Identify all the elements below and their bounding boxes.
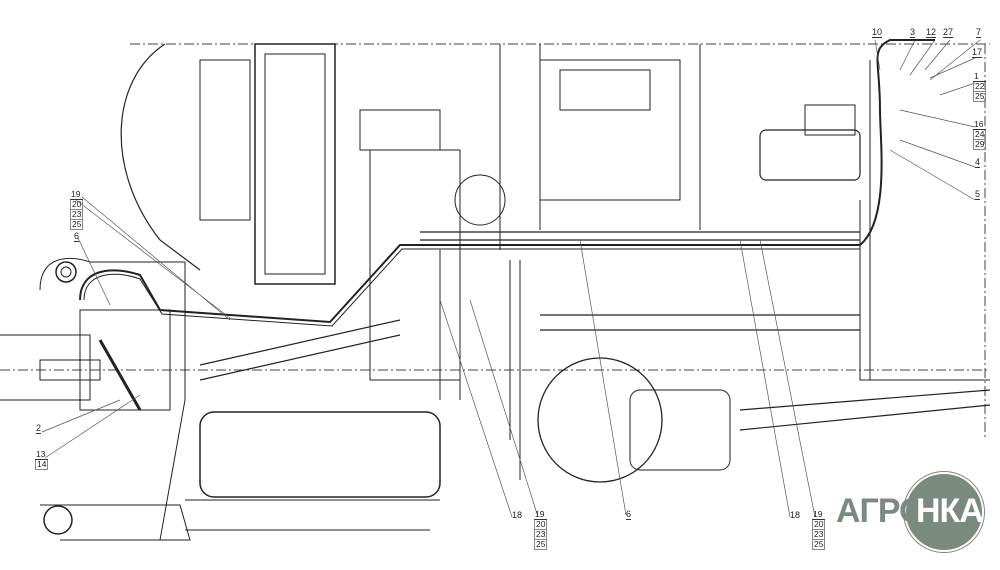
wheel-outline: [120, 43, 201, 271]
callout-10: 10: [872, 27, 883, 38]
hydraulic-pipe-inner: [83, 248, 860, 327]
callout-num: 25: [70, 219, 84, 230]
front-cardan-shaft: [199, 319, 401, 381]
frame-side: [859, 60, 990, 381]
logo-left-text: АГРО: [836, 492, 926, 530]
callout-3: 3: [910, 27, 916, 38]
callout-num: 25: [812, 539, 826, 550]
frame-outline: [0, 43, 990, 440]
starter: [759, 129, 861, 181]
callout-4: 4: [975, 157, 981, 168]
callout-num: 24: [973, 129, 987, 140]
callout-2: 2: [36, 423, 42, 434]
callout-18-b: 18: [790, 510, 801, 520]
logo-right-text: НКА: [916, 492, 984, 530]
callout-27: 27: [943, 27, 954, 38]
callout-7: 7: [976, 27, 982, 38]
gearbox-top: [359, 109, 441, 151]
engine-block: [539, 59, 681, 201]
callout-num: 20: [70, 199, 84, 210]
left-fitting: [39, 359, 101, 381]
left-bracket: [0, 257, 186, 541]
logo-circle: [903, 471, 985, 553]
callout-num: 25: [534, 539, 548, 550]
callout-num: 19: [70, 190, 84, 200]
callout-bottom-group-b: 19 20 23 25: [812, 510, 826, 550]
callout-num: 25: [973, 91, 987, 102]
cardan-shaft: [739, 389, 991, 431]
agronka-logo: АГРО НКА: [836, 470, 985, 553]
callout-num: 23: [534, 529, 548, 540]
callout-13-14: 13 14: [35, 450, 49, 470]
callout-6-left: 6: [74, 231, 80, 242]
callout-num: 14: [35, 459, 49, 470]
radiator-core: [264, 53, 326, 275]
callout-left-group: 19 20 23 25: [70, 190, 84, 230]
callout-num: 23: [812, 529, 826, 540]
callout-num: 19: [534, 510, 548, 520]
callout-num: 29: [973, 139, 987, 150]
hydraulic-tank: [199, 411, 441, 498]
gearbox-edges: [439, 250, 521, 480]
starter-solenoid: [804, 104, 856, 136]
callout-bottom-group-a: 19 20 23 25: [534, 510, 548, 550]
callout-num: 1: [973, 72, 987, 82]
valve-hose: [98, 339, 142, 411]
callout-18-a: 18: [512, 510, 523, 520]
frame-rail: [420, 231, 860, 331]
pump-housing: [537, 357, 663, 483]
lower-pivot: [43, 505, 73, 535]
hydraulic-pipe: [79, 39, 935, 324]
callout-num: 23: [70, 209, 84, 220]
tank-frame: [185, 499, 440, 531]
leader-lines: [41, 39, 981, 518]
callout-6-bottom: 6: [626, 509, 632, 520]
engine-edges: [499, 44, 701, 250]
callout-1-group: 1 22 25: [973, 72, 987, 102]
gearbox: [369, 149, 461, 381]
valve-block: [79, 309, 171, 411]
callout-16-group: 16 24 29: [973, 120, 987, 150]
pivot: [55, 261, 77, 283]
fan-shroud: [199, 59, 251, 221]
callout-12: 12: [926, 27, 937, 38]
callout-num: 13: [35, 450, 49, 460]
callout-num: 16: [973, 120, 987, 130]
callout-num: 19: [812, 510, 826, 520]
callout-num: 22: [973, 81, 987, 92]
callout-17: 17: [972, 47, 983, 58]
injection-pump: [559, 69, 651, 111]
lower-arm: [40, 504, 191, 541]
callout-num: 20: [534, 519, 548, 530]
pivot-inner: [60, 266, 72, 278]
pump-body: [629, 389, 731, 471]
callout-num: 20: [812, 519, 826, 530]
pulley: [454, 174, 506, 226]
radiator: [254, 43, 336, 285]
callout-5: 5: [975, 189, 981, 200]
